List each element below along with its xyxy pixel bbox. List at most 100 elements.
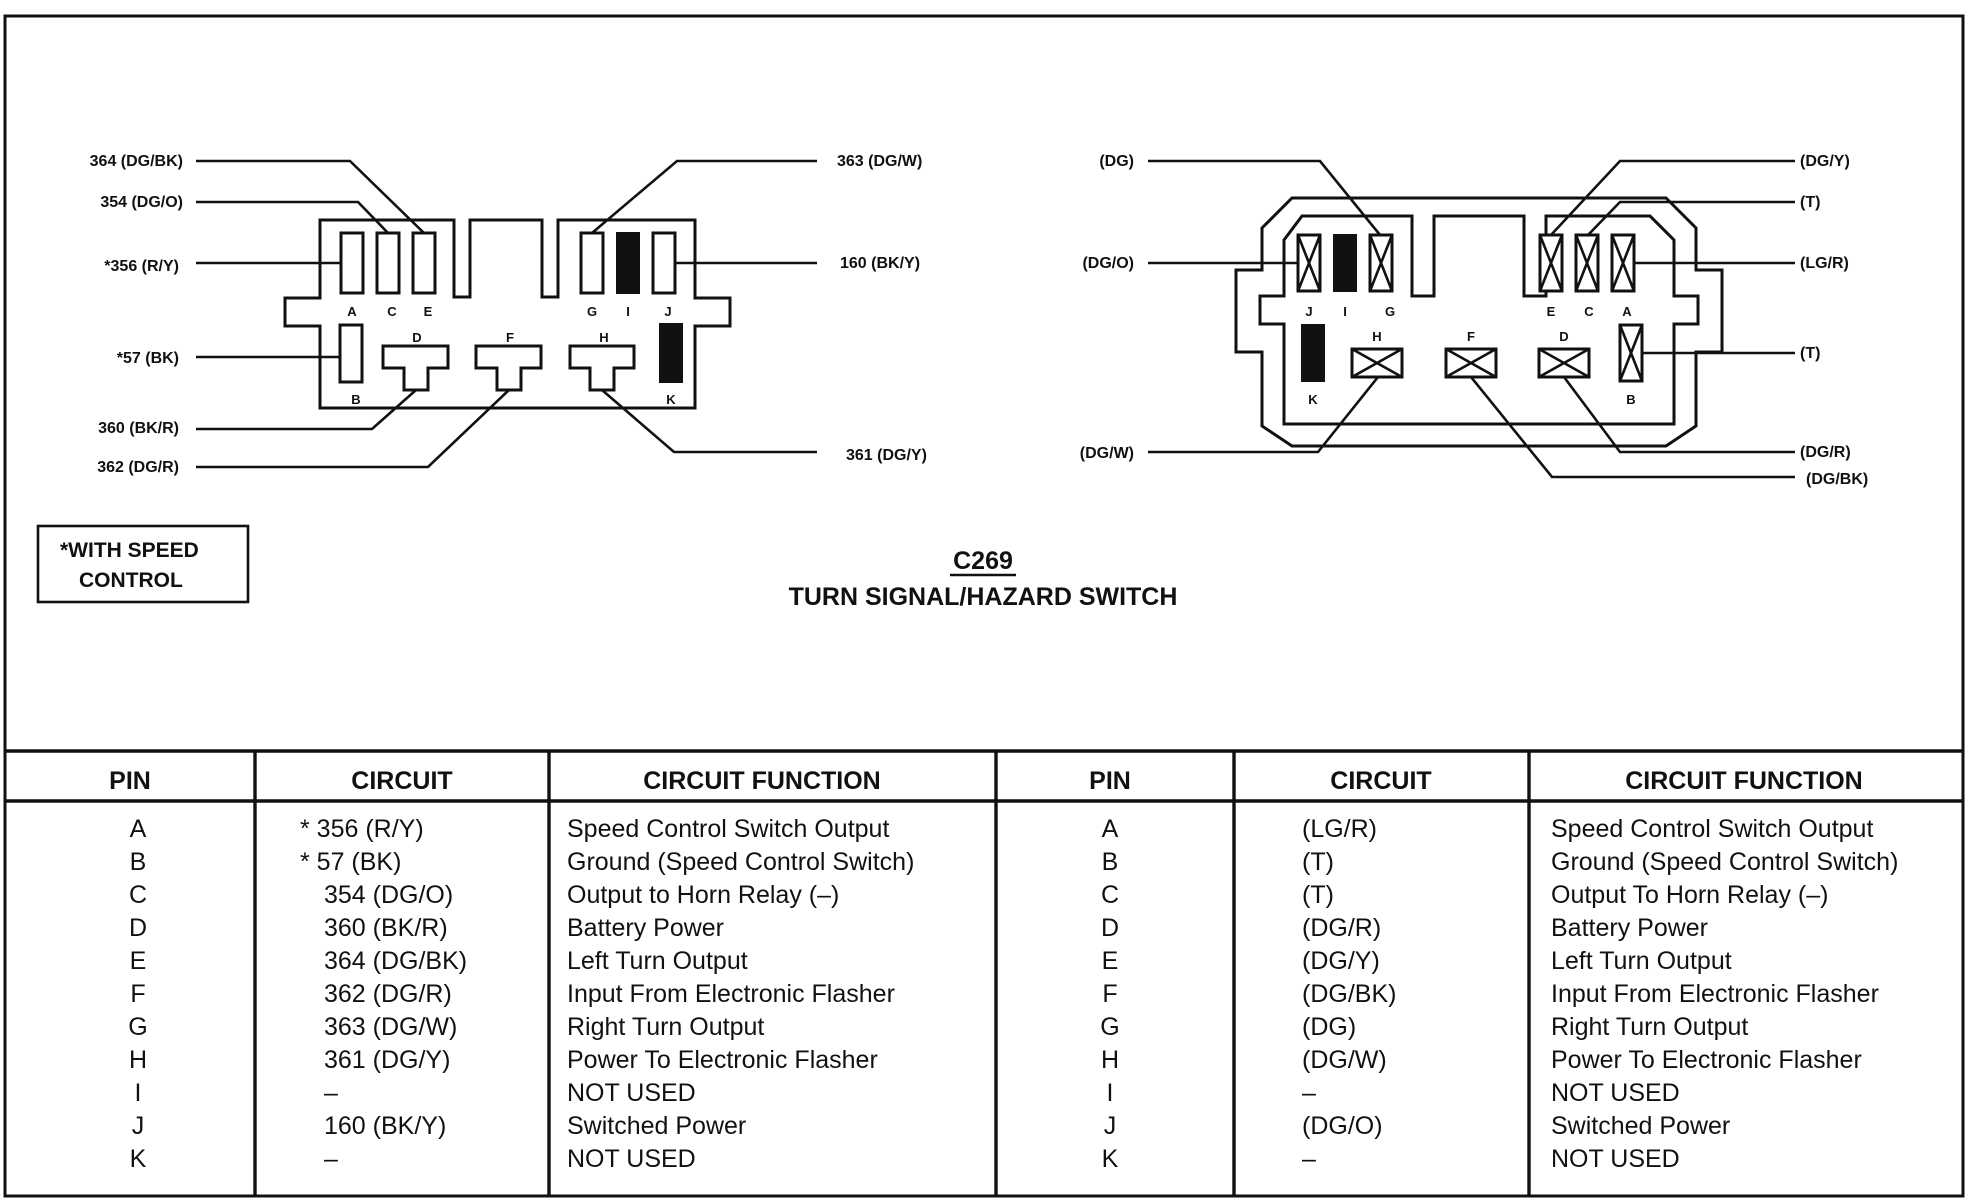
left-pin-label-J: J [664, 304, 671, 319]
function-cell: NOT USED [1551, 1079, 1680, 1107]
left-pin-E-cavity [411, 231, 437, 295]
left-pin-A-cavity [339, 231, 365, 295]
function-cell: Input From Electronic Flasher [1551, 980, 1879, 1008]
pin-cell: K [130, 1145, 147, 1173]
circuit-cell: 354 (DG/O) [324, 881, 453, 909]
table-row: K–NOT USED [130, 1145, 696, 1173]
right-leader-DG [1148, 159, 1382, 236]
header-pin: PIN [109, 767, 151, 795]
pin-cell: J [132, 1112, 145, 1140]
pin-cell: A [130, 815, 147, 843]
left-wire-label-356: *356 (R/Y) [104, 258, 179, 275]
right-leader-DG-Y [1550, 159, 1795, 236]
right-pin-label-J: J [1305, 304, 1312, 319]
right-pin-label-F: F [1467, 329, 1475, 344]
table-row: H(DG/W)Power To Electronic Flasher [1101, 1046, 1862, 1074]
function-cell: Ground (Speed Control Switch) [1551, 848, 1898, 876]
right-pin-A-cavity [1610, 233, 1636, 293]
pin-cell: I [135, 1079, 142, 1107]
left-pin-label-K: K [666, 392, 676, 407]
right-pin-D-cavity [1537, 347, 1591, 379]
right-pin-label-A: A [1622, 304, 1632, 319]
pin-cell: C [129, 881, 147, 909]
table-row: C 354 (DG/O) Output to Horn Relay (–) [129, 881, 839, 909]
header-circuit-function-2: CIRCUIT FUNCTION [1625, 767, 1862, 795]
circuit-cell: 364 (DG/BK) [324, 947, 467, 975]
function-cell: Output to Horn Relay (–) [567, 881, 839, 909]
function-cell: Battery Power [1551, 914, 1708, 942]
left-pin-label-A: A [347, 304, 357, 319]
note-line-1: *WITH SPEED [60, 539, 199, 562]
right-wire-label-T-top: (T) [1800, 194, 1820, 211]
circuit-cell: (T) [1302, 881, 1334, 909]
right-wire-label-DG-BK: (DG/BK) [1806, 471, 1868, 488]
right-pin-label-H: H [1372, 329, 1381, 344]
circuit-cell: 362 (DG/R) [324, 980, 452, 1008]
left-pin-I-plug [616, 232, 640, 294]
right-pin-C-cavity [1574, 233, 1600, 293]
circuit-cell: (DG/Y) [1302, 947, 1380, 975]
pin-cell: D [1101, 914, 1119, 942]
pin-cell: K [1102, 1145, 1119, 1173]
header-pin-2: PIN [1089, 767, 1131, 795]
pin-cell: A [1102, 815, 1119, 843]
right-pin-G-cavity [1368, 233, 1394, 293]
table-row: A* 356 (R/Y)Speed Control Switch Output [130, 815, 890, 843]
left-pin-B-cavity [338, 323, 364, 384]
sheet-border [3, 14, 1965, 1198]
left-wire-label-362: 362 (DG/R) [97, 459, 179, 476]
pin-cell: G [128, 1013, 147, 1041]
function-cell: Right Turn Output [1551, 1013, 1748, 1041]
circuit-cell: (DG/W) [1302, 1046, 1387, 1074]
circuit-cell: (DG/O) [1302, 1112, 1383, 1140]
table-row: B* 57 (BK)Ground (Speed Control Switch) [130, 848, 915, 876]
function-cell: NOT USED [567, 1145, 696, 1173]
pin-cell: B [1102, 848, 1119, 876]
left-leader-361 [601, 389, 817, 454]
right-wire-label-DG-W: (DG/W) [1080, 445, 1134, 462]
table-row: J(DG/O)Switched Power [1104, 1112, 1731, 1140]
left-pin-D-cavity [381, 344, 450, 392]
function-cell: Power To Electronic Flasher [567, 1046, 878, 1074]
function-cell: Speed Control Switch Output [1551, 815, 1873, 843]
circuit-cell: 160 (BK/Y) [324, 1112, 446, 1140]
connector-title: TURN SIGNAL/HAZARD SWITCH [789, 583, 1178, 611]
table-row: E(DG/Y)Left Turn Output [1102, 947, 1732, 975]
function-cell: Power To Electronic Flasher [1551, 1046, 1862, 1074]
circuit-cell: 361 (DG/Y) [324, 1046, 450, 1074]
left-pin-label-I: I [626, 304, 630, 319]
left-leader-354 [196, 200, 389, 234]
left-pin-label-G: G [587, 304, 597, 319]
circuit-cell: – [1302, 1079, 1316, 1107]
connector-id: C269 [953, 547, 1013, 575]
left-leader-360 [196, 389, 417, 431]
header-circuit-function: CIRCUIT FUNCTION [643, 767, 880, 795]
pin-cell: J [1104, 1112, 1117, 1140]
table-body: A* 356 (R/Y)Speed Control Switch OutputB… [128, 815, 1898, 1173]
left-wire-label-354: 354 (DG/O) [100, 194, 183, 211]
circuit-cell: – [324, 1079, 338, 1107]
right-pin-K-plug [1301, 324, 1325, 382]
left-pin-H-cavity [568, 344, 636, 392]
left-pin-G-cavity [579, 231, 605, 295]
function-cell: Left Turn Output [567, 947, 748, 975]
left-pin-label-C: C [387, 304, 397, 319]
speed-control-note: *WITH SPEED CONTROL [36, 524, 250, 604]
left-leader-362 [196, 389, 510, 469]
right-pin-B-cavity [1618, 323, 1644, 383]
circuit-cell: – [1302, 1145, 1316, 1173]
right-pin-F-cavity [1444, 347, 1498, 379]
left-wire-label-57: *57 (BK) [117, 350, 179, 367]
table-row: F(DG/BK)Input From Electronic Flasher [1102, 980, 1879, 1008]
circuit-cell: (LG/R) [1302, 815, 1377, 843]
right-wire-label-DG-O: (DG/O) [1082, 255, 1134, 272]
right-wire-label-T-B: (T) [1800, 345, 1820, 362]
right-wire-label-DG: (DG) [1099, 153, 1134, 170]
left-pin-label-E: E [424, 304, 433, 319]
left-wire-label-361: 361 (DG/Y) [846, 447, 927, 464]
right-pin-H-cavity [1350, 347, 1404, 379]
